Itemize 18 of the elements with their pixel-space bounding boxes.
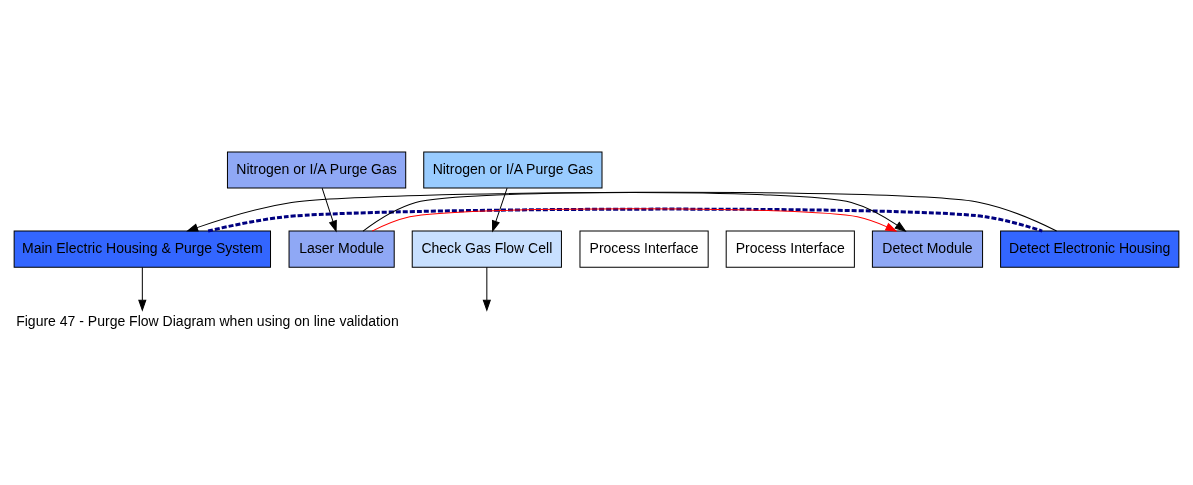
connector [207,207,1043,232]
arrow [371,207,897,232]
node-box: Check Gas Flow Cell [411,230,562,268]
arrow [492,187,508,232]
node-box: Nitrogen or I/A Purge Gas [226,151,407,189]
node-box: Detect Electronic Housing [1000,230,1180,268]
node-box: Process Interface [579,230,709,268]
node-box: Main Electric Housing & Purge System [13,230,271,268]
arrow [321,187,337,232]
arrow [138,266,147,311]
node-box: Nitrogen or I/A Purge Gas [423,151,603,189]
node-box: Process Interface [725,230,855,268]
arrow [362,191,906,232]
node-box: Detect Module [871,230,984,268]
node-box: Laser Module [288,230,395,268]
arrow [187,191,1058,232]
caption: Figure 47 - Purge Flow Diagram when using on line validation [16,312,399,329]
arrow [482,266,491,311]
